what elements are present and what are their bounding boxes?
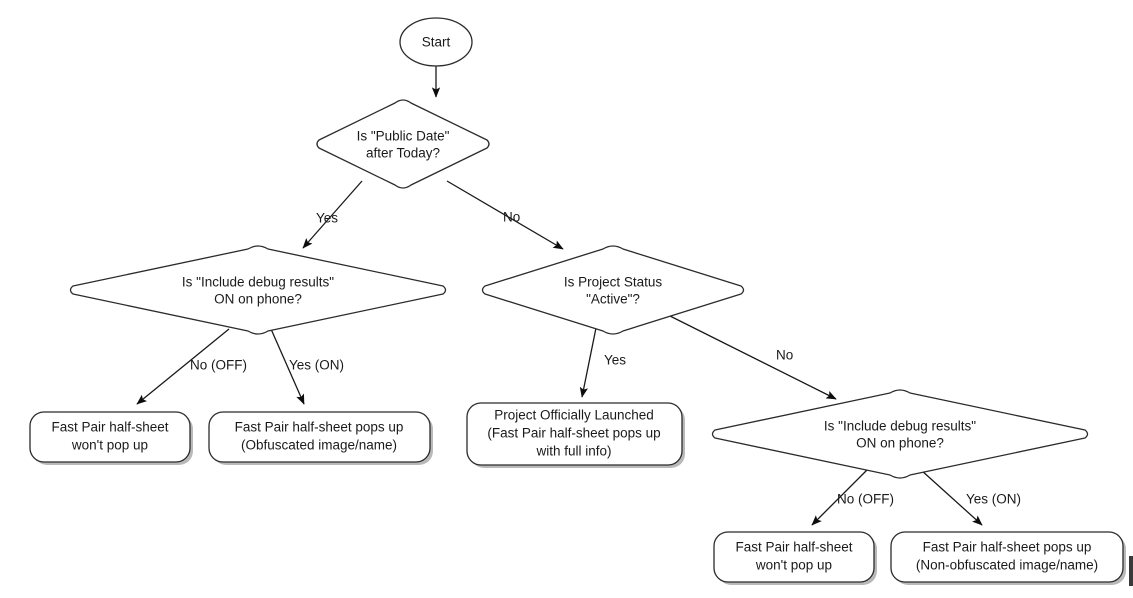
node-half-sheet-wont-left-line-2: won't pop up — [71, 438, 148, 453]
edge-label-public-date-yes: Yes — [316, 211, 338, 226]
node-project-launched-line-1: Project Officially Launched — [494, 408, 654, 423]
node-half-sheet-wont-right-line-1: Fast Pair half-sheet — [735, 540, 852, 555]
edge-label-debug-right-yes: Yes (ON) — [966, 492, 1021, 507]
node-start[interactable]: Start — [399, 17, 473, 67]
edge-debug-right-no: No (OFF) — [811, 469, 894, 526]
edge-project-status-yes: Yes — [579, 327, 626, 398]
edge-debug-right-yes: Yes (ON) — [920, 469, 1021, 526]
node-debug-right-label-line-2: ON on phone? — [856, 436, 944, 451]
node-half-sheet-nonobfuscated-line-1: Fast Pair half-sheet pops up — [923, 540, 1092, 555]
edge-public-date-yes: Yes — [302, 180, 363, 249]
node-project-status-label-line-2: "Active"? — [586, 292, 640, 307]
page-edge-artifact — [1129, 556, 1133, 586]
node-half-sheet-wont-left-line-1: Fast Pair half-sheet — [51, 420, 168, 435]
node-project-status-label-line-1: Is Project Status — [564, 275, 663, 290]
edge-label-public-date-no: No — [503, 210, 520, 225]
node-half-sheet-obfuscated-line-2: (Obfuscated image/name) — [241, 438, 397, 453]
node-project-launched-line-2: (Fast Pair half-sheet pops up — [487, 426, 660, 441]
edge-debug-left-yes: Yes (ON) — [270, 328, 344, 405]
edge-debug-left-no: No (OFF) — [136, 328, 247, 405]
edge-label-project-status-yes: Yes — [604, 353, 626, 368]
node-public-date-label-line-1: Is "Public Date" — [357, 129, 450, 144]
node-debug-right-label-line-1: Is "Include debug results" — [824, 419, 976, 434]
edge-public-date-no: No — [446, 180, 564, 250]
nodes-layer: Start Is "Public Date" after Today? Is "… — [29, 17, 1126, 585]
node-start-label-line-1: Start — [422, 35, 451, 50]
node-half-sheet-obfuscated[interactable]: Fast Pair half-sheet pops up (Obfuscated… — [208, 411, 433, 465]
edge-label-debug-right-no: No (OFF) — [837, 492, 894, 507]
edges-layer: Yes No No (OFF) Yes (ON) Yes No — [136, 66, 1021, 526]
node-half-sheet-wont-right[interactable]: Fast Pair half-sheet won't pop up — [713, 531, 877, 585]
node-debug-left-label-line-1: Is "Include debug results" — [182, 275, 334, 290]
edge-label-project-status-no: No — [776, 348, 793, 363]
node-half-sheet-obfuscated-line-1: Fast Pair half-sheet pops up — [235, 420, 404, 435]
node-public-date-label-line-2: after Today? — [366, 146, 440, 161]
edge-project-status-no: No — [663, 312, 837, 400]
node-half-sheet-wont-right-line-2: won't pop up — [755, 558, 832, 573]
node-debug-left-label-line-2: ON on phone? — [214, 292, 302, 307]
edge-label-debug-left-no: No (OFF) — [190, 358, 247, 373]
edge-label-debug-left-yes: Yes (ON) — [289, 358, 344, 373]
node-half-sheet-wont-left[interactable]: Fast Pair half-sheet won't pop up — [29, 411, 193, 465]
node-project-status-decision[interactable]: Is Project Status "Active"? — [481, 245, 745, 335]
node-debug-right-decision[interactable]: Is "Include debug results" ON on phone? — [711, 389, 1089, 479]
node-half-sheet-nonobfuscated-line-2: (Non-obfuscated image/name) — [916, 558, 1098, 573]
node-project-launched[interactable]: Project Officially Launched (Fast Pair h… — [466, 402, 685, 468]
node-project-launched-line-3: with full info) — [535, 444, 611, 459]
node-public-date-decision[interactable]: Is "Public Date" after Today? — [316, 99, 490, 189]
node-half-sheet-nonobfuscated[interactable]: Fast Pair half-sheet pops up (Non-obfusc… — [890, 531, 1126, 585]
node-debug-left-decision[interactable]: Is "Include debug results" ON on phone? — [69, 245, 447, 335]
